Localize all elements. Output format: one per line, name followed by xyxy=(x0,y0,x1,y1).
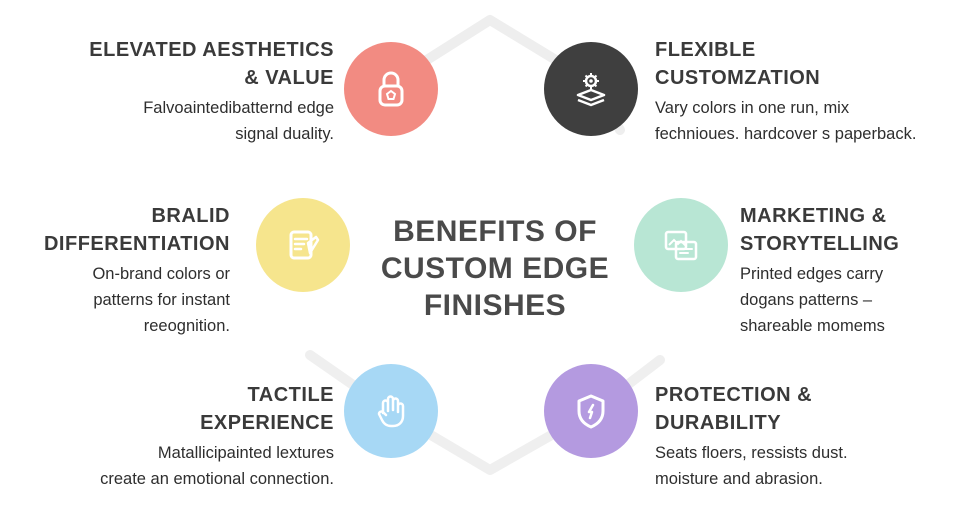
benefit-elevated-aesthetics: ELEVATED AESTHETICS & VALUE Falvoaintedi… xyxy=(89,36,334,147)
benefit-flexible-customization: FLEXIBLE CUSTOMZATION Vary colors in one… xyxy=(655,36,916,147)
desc-line: Vary colors in one run, mix xyxy=(655,99,850,117)
benefit-heading: ELEVATED AESTHETICS & VALUE xyxy=(89,36,334,92)
title-line-1: BENEFITS OF xyxy=(393,215,597,248)
lock-icon xyxy=(378,71,404,107)
swatch-icon-circle xyxy=(256,198,350,292)
desc-line: fechnioues. hardcover s paperback. xyxy=(655,125,917,143)
benefit-description: Vary colors in one run, mix fechnioues. … xyxy=(655,95,916,147)
shield-icon xyxy=(577,394,605,429)
heading-line: CUSTOMZATION xyxy=(655,67,821,89)
cards-icon xyxy=(664,230,698,261)
benefit-heading: PROTECTION & DURABILITY xyxy=(655,381,848,437)
heading-line: TACTILE xyxy=(247,384,334,406)
desc-line: reeognition. xyxy=(143,317,230,335)
heading-line: MARKETING & xyxy=(740,205,887,227)
layers-gear-icon-circle xyxy=(544,42,638,136)
heading-line: FLEXIBLE xyxy=(655,39,756,61)
heading-line: & VALUE xyxy=(244,67,334,89)
desc-line: Seats floers, ressists dust. xyxy=(655,444,848,462)
desc-line: Printed edges carry xyxy=(740,265,884,283)
shield-icon-circle xyxy=(544,364,638,458)
hand-icon-circle xyxy=(344,364,438,458)
benefit-heading: BRALID DIFFERENTIATION xyxy=(44,202,230,258)
title-line-2: CUSTOM EDGE xyxy=(380,252,610,285)
heading-line: DIFFERENTIATION xyxy=(43,233,230,255)
benefit-description: Falvoaintedibatternd edge signal duality… xyxy=(89,95,334,147)
benefit-description: On-brand colors or patterns for instant … xyxy=(44,261,230,339)
heading-line: ELEVATED AESTHETICS xyxy=(89,39,334,61)
desc-line: create an emotional connection. xyxy=(100,470,334,488)
benefit-marketing-storytelling: MARKETING & STORYTELLING Printed edges c… xyxy=(740,202,899,339)
layers-gear-icon xyxy=(576,73,606,107)
desc-line: signal duality. xyxy=(235,125,334,143)
heading-line: DURABILITY xyxy=(655,412,782,434)
benefit-description: Matallicipainted lextures create an emot… xyxy=(100,440,334,492)
diagram-title: BENEFITS OF CUSTOM EDGE FINISHES xyxy=(370,213,620,324)
swatch-icon xyxy=(289,230,320,260)
benefit-brand-differentiation: BRALID DIFFERENTIATION On-brand colors o… xyxy=(44,202,230,339)
heading-line: BRALID xyxy=(151,205,230,227)
benefit-tactile-experience: TACTILE EXPERIENCE Matallicipainted lext… xyxy=(100,381,334,492)
desc-line: dogans patterns – xyxy=(740,291,873,309)
title-line-3: FINISHES xyxy=(423,289,567,322)
desc-line: Matallicipainted lextures xyxy=(157,444,334,462)
desc-line: Falvoaintedibatternd edge xyxy=(143,99,334,117)
benefit-protection-durability: PROTECTION & DURABILITY Seats floers, re… xyxy=(655,381,848,492)
desc-line: patterns for instant xyxy=(93,291,230,309)
hand-icon xyxy=(377,395,405,428)
benefit-description: Printed edges carry dogans patterns – sh… xyxy=(740,261,899,339)
benefit-heading: MARKETING & STORYTELLING xyxy=(740,202,899,258)
lock-icon-circle xyxy=(344,42,438,136)
heading-line: PROTECTION & xyxy=(655,384,813,406)
heading-line: EXPERIENCE xyxy=(200,412,334,434)
cards-icon-circle xyxy=(634,198,728,292)
desc-line: moisture and abrasion. xyxy=(655,470,823,488)
benefit-description: Seats floers, ressists dust. moisture an… xyxy=(655,440,848,492)
desc-line: shareable momems xyxy=(740,317,885,335)
benefit-heading: FLEXIBLE CUSTOMZATION xyxy=(655,36,916,92)
heading-line: STORYTELLING xyxy=(740,233,900,255)
benefit-heading: TACTILE EXPERIENCE xyxy=(100,381,334,437)
desc-line: On-brand colors or xyxy=(92,265,230,283)
